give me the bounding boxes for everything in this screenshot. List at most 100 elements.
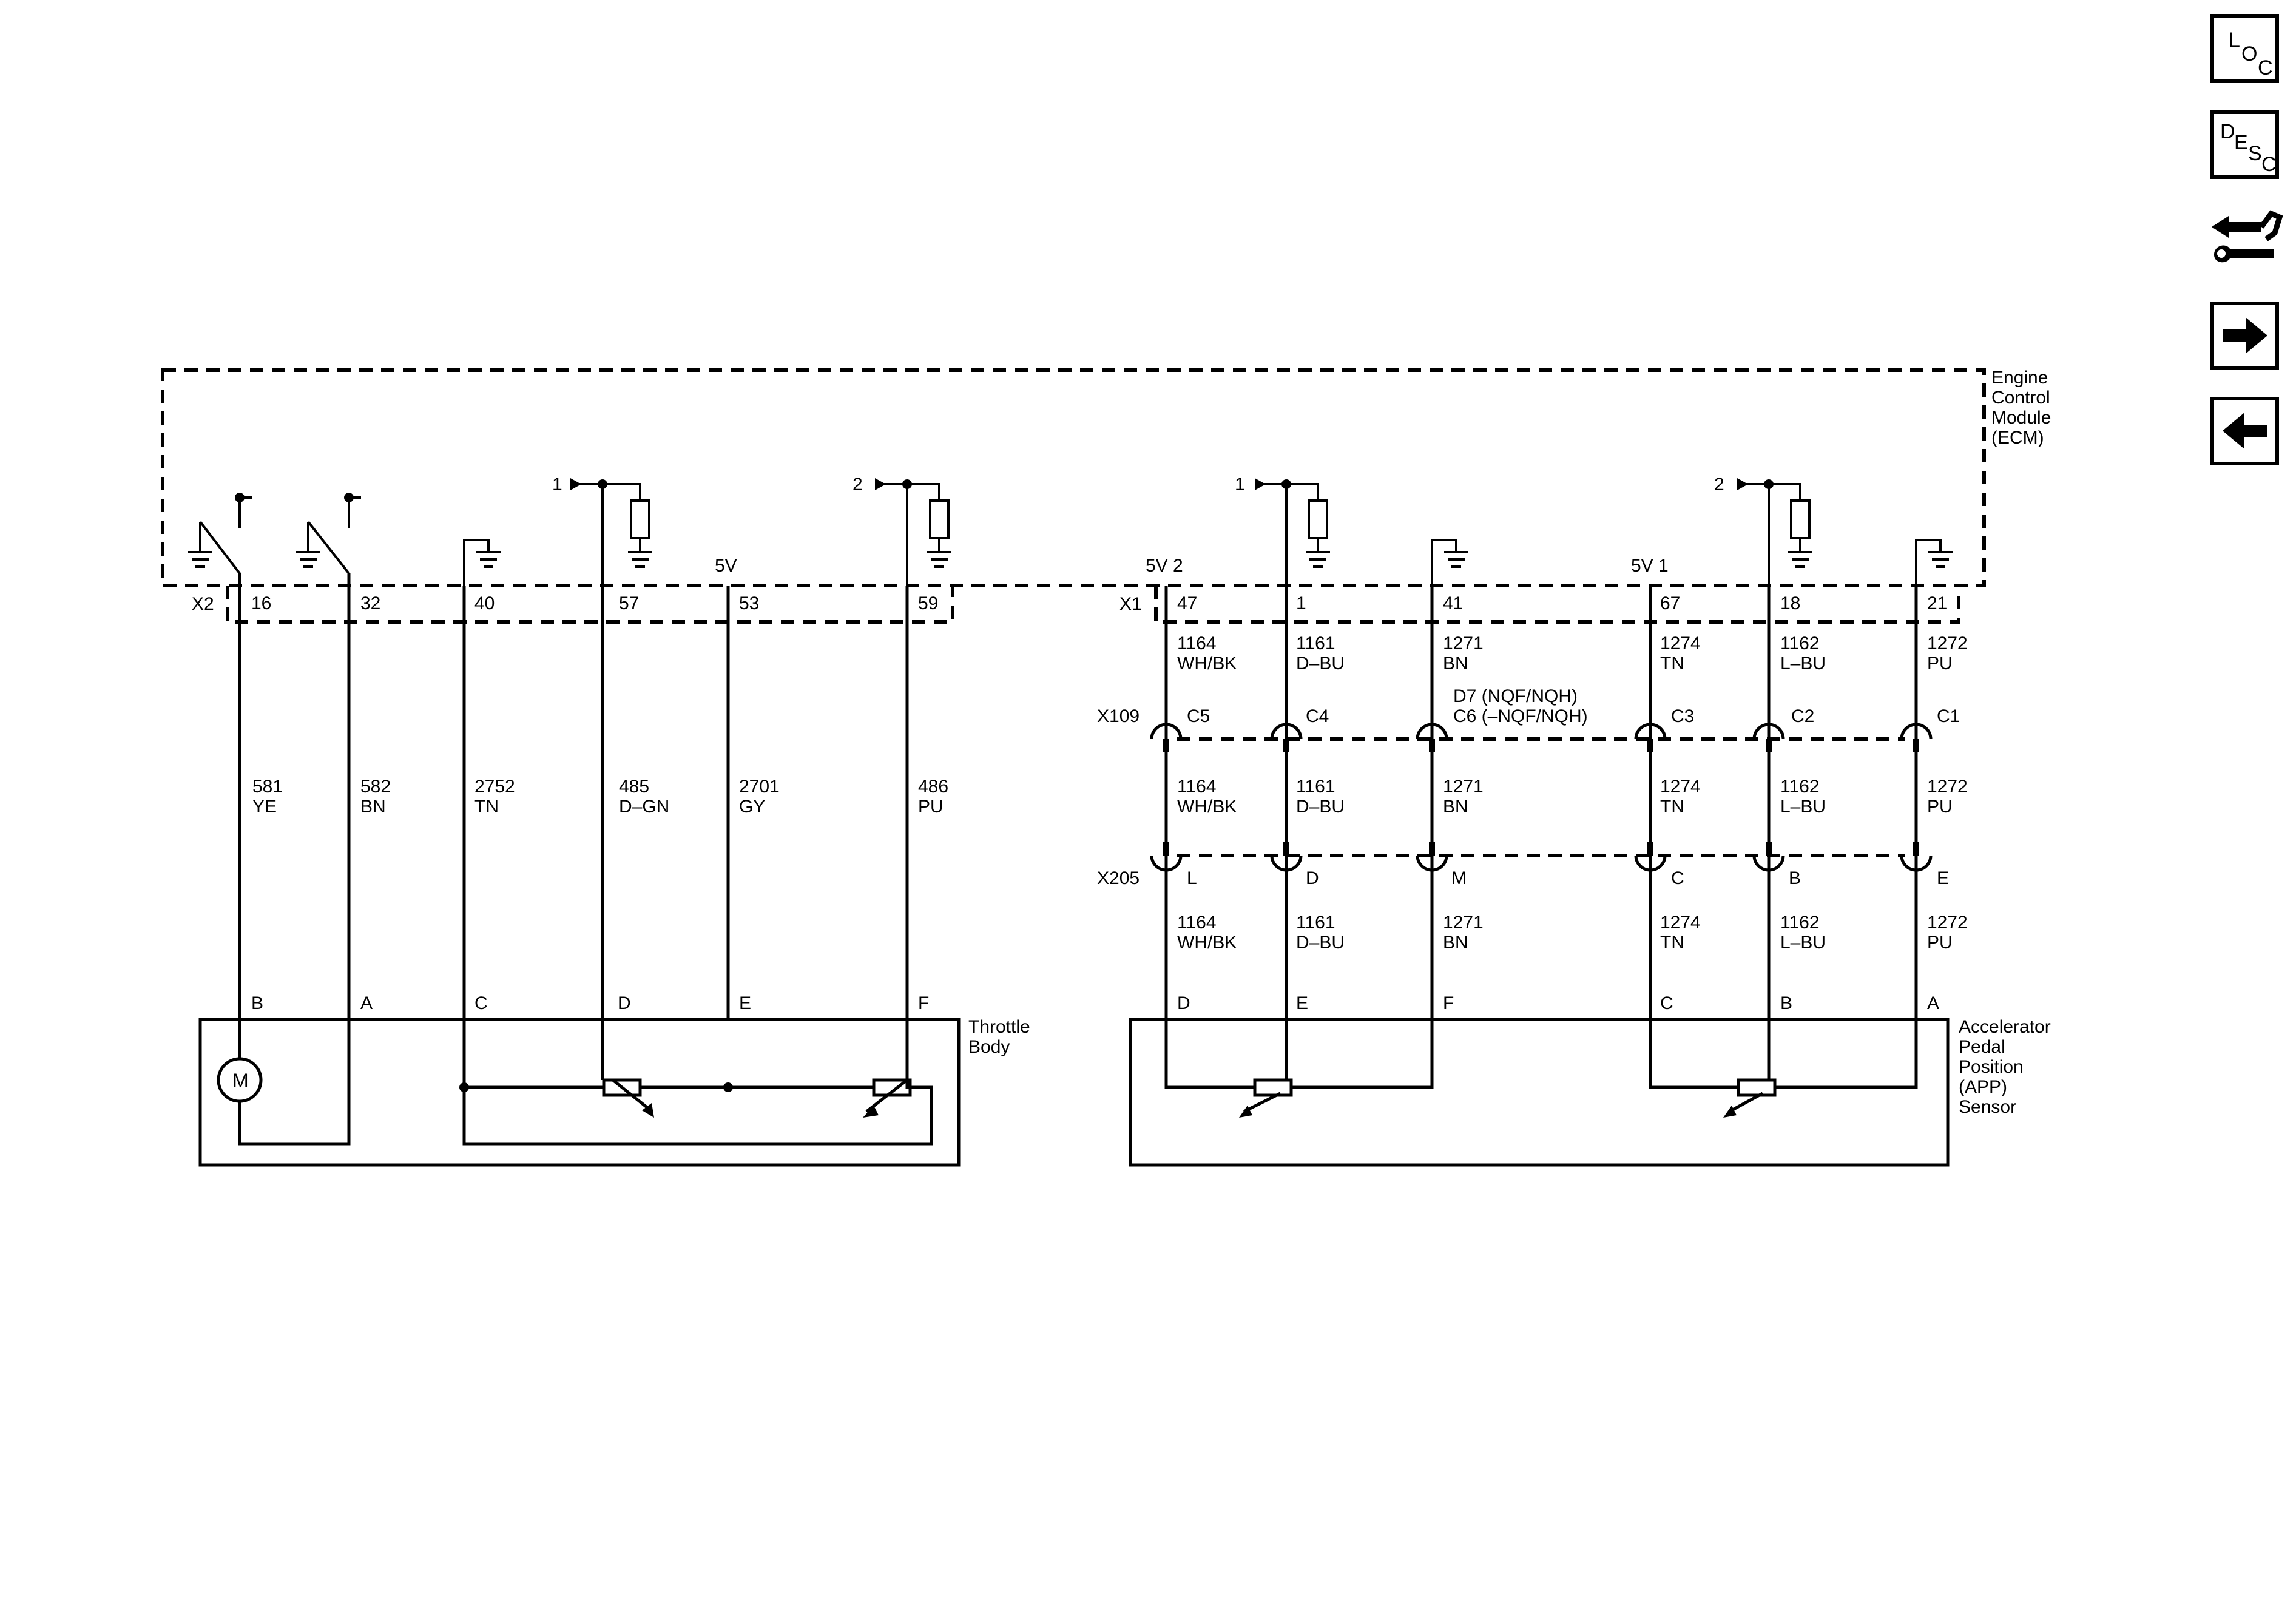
seg3-color-1272: PU — [1927, 933, 1953, 953]
ecm-name-line-3: Module — [1991, 408, 2051, 428]
throttle-name-line-2: Body — [968, 1037, 1010, 1057]
x205-cavity-l: L — [1187, 868, 1197, 888]
seg2-circuit-1161: 1161 — [1296, 777, 1335, 797]
throttle-5v-label: 5V — [715, 556, 737, 576]
seg2-circuit-1271: 1271 — [1443, 777, 1484, 797]
throttle-ref-2-label: 2 — [853, 474, 863, 495]
x205-cavity-b: B — [1789, 868, 1801, 888]
seg3-color-1164: WH/BK — [1177, 933, 1237, 953]
app-name-line-3: Position — [1959, 1057, 2024, 1077]
x205-cavity-e: E — [1937, 868, 1949, 888]
throttle-pin-b: B — [251, 993, 263, 1013]
seg1-color-1272: PU — [1927, 653, 1953, 673]
throttle-pin-d: D — [618, 993, 631, 1013]
seg2-circuit-1274: 1274 — [1660, 777, 1701, 797]
x109-cavity-c4: C4 — [1306, 706, 1329, 726]
ecm-ref-57 — [570, 478, 652, 586]
ecm-pin-1: 1 — [1296, 593, 1306, 613]
connector-tool-button[interactable] — [2206, 200, 2284, 270]
seg3-circuit-1274: 1274 — [1660, 913, 1701, 933]
app-circuit-labels: 1164 WH/BK 1161 D–BU 1271 BN 1274 TN 116… — [1177, 633, 1968, 953]
x205-label: X205 — [1097, 868, 1140, 888]
circuit-2752-number: 2752 — [474, 777, 515, 797]
app-sensor-box — [1129, 1018, 1950, 1167]
desc-letter-s: S — [2248, 142, 2262, 165]
seg3-color-1161: D–BU — [1296, 933, 1345, 953]
app-5v1-label: 5V 1 — [1631, 556, 1669, 576]
ecm-pin-67: 67 — [1660, 593, 1680, 613]
c6-note-line-1: D7 (NQF/NQH) — [1453, 686, 1578, 706]
seg1-circuit-1164: 1164 — [1177, 633, 1217, 653]
ecm-switch-16 — [188, 493, 252, 575]
seg1-color-1274: TN — [1660, 653, 1684, 673]
seg2-color-1161: D–BU — [1296, 797, 1345, 817]
ecm-pin-21: 21 — [1927, 593, 1947, 613]
c6-note-line-2: C6 (–NQF/NQH) — [1453, 706, 1588, 726]
seg2-color-1162: L–BU — [1780, 797, 1826, 817]
seg1-color-1161: D–BU — [1296, 653, 1345, 673]
loc-letter-o: O — [2241, 42, 2258, 66]
ecm-pin-53: 53 — [739, 593, 759, 613]
arrow-right-icon — [2223, 317, 2267, 354]
x109-terminals — [1150, 723, 1933, 752]
ecm-ref-59 — [875, 478, 951, 586]
throttle-name-line-1: Throttle — [968, 1017, 1030, 1037]
app-name-line-1: Accelerator — [1959, 1017, 2051, 1037]
seg2-color-1164: WH/BK — [1177, 797, 1237, 817]
seg1-circuit-1271: 1271 — [1443, 633, 1484, 653]
motor-symbol: M — [232, 1070, 249, 1092]
seg3-circuit-1272: 1272 — [1927, 913, 1968, 933]
loc-letter-c: C — [2258, 56, 2273, 79]
next-button[interactable] — [2210, 302, 2279, 370]
seg2-color-1274: TN — [1660, 797, 1684, 817]
seg3-circuit-1161: 1161 — [1296, 913, 1335, 933]
seg3-color-1162: L–BU — [1780, 933, 1826, 953]
app-pin-d: D — [1177, 993, 1190, 1013]
throttle-sensors — [459, 1019, 933, 1146]
app-name-line-2: Pedal — [1959, 1037, 2005, 1057]
ecm-ground-40 — [463, 539, 501, 586]
ecm-pin-16: 16 — [251, 593, 271, 613]
throttle-motor — [217, 1019, 351, 1146]
seg3-color-1271: BN — [1443, 933, 1468, 953]
app-pin-e: E — [1296, 993, 1308, 1013]
x2-connector-label: X2 — [192, 594, 214, 614]
app-name-line-4: (APP) — [1959, 1077, 2007, 1097]
throttle-pin-e: E — [739, 993, 751, 1013]
connector-tool-icon — [2212, 210, 2283, 263]
desc-button[interactable]: D E S C — [2210, 110, 2279, 179]
throttle-body-box — [198, 1018, 961, 1167]
app-5v2-label: 5V 2 — [1146, 556, 1183, 576]
ecm-pin-40: 40 — [474, 593, 495, 613]
ecm-switch-32 — [296, 493, 361, 575]
app-name-line-5: Sensor — [1959, 1097, 2016, 1117]
loc-button[interactable]: L O C — [2210, 14, 2279, 83]
x2-connector-outline — [226, 586, 954, 624]
circuit-486-number: 486 — [918, 777, 948, 797]
seg2-circuit-1272: 1272 — [1927, 777, 1968, 797]
seg1-color-1164: WH/BK — [1177, 653, 1237, 673]
app-sensors — [1164, 1019, 1918, 1118]
x109-label: X109 — [1097, 706, 1140, 726]
circuit-485-color: D–GN — [619, 797, 669, 817]
x205-cavity-m: M — [1451, 868, 1467, 888]
ecm-pin-32: 32 — [360, 593, 380, 613]
app-ref-1-label: 1 — [1235, 474, 1245, 495]
ecm-pin-18: 18 — [1780, 593, 1800, 613]
ecm-ref-app-1 — [1255, 478, 1330, 586]
desc-letter-d: D — [2220, 120, 2235, 143]
throttle-ref-1-label: 1 — [552, 474, 562, 495]
ecm-ground-41 — [1431, 539, 1468, 586]
seg1-color-1162: L–BU — [1780, 653, 1826, 673]
seg1-color-1271: BN — [1443, 653, 1468, 673]
x109-cavity-c3: C3 — [1671, 706, 1694, 726]
circuit-2752-color: TN — [474, 797, 499, 817]
app-pin-c: C — [1660, 993, 1673, 1013]
x205-terminals — [1150, 842, 1933, 872]
seg3-circuit-1162: 1162 — [1780, 913, 1820, 933]
throttle-pin-a: A — [360, 993, 373, 1013]
previous-button[interactable] — [2210, 397, 2279, 465]
circuit-581-number: 581 — [252, 777, 283, 797]
x109-cavity-c1: C1 — [1937, 706, 1960, 726]
seg1-circuit-1274: 1274 — [1660, 633, 1701, 653]
